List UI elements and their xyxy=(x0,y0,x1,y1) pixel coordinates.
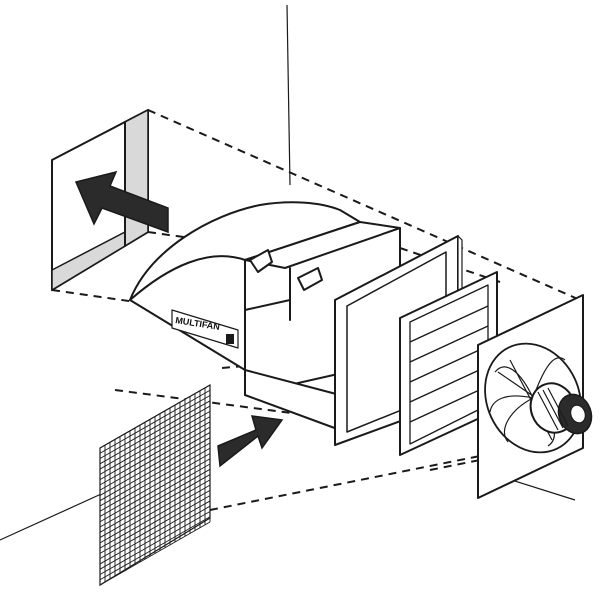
mesh-line xyxy=(99,521,211,586)
mesh-line xyxy=(99,442,211,507)
mesh-line xyxy=(99,489,211,554)
mesh-line xyxy=(99,511,211,575)
protective-mesh xyxy=(99,383,211,587)
mesh-line xyxy=(99,384,211,449)
mesh-line xyxy=(99,516,211,581)
mesh-line xyxy=(99,437,211,502)
mesh-line xyxy=(99,458,211,523)
mesh-line xyxy=(99,416,211,481)
wall-corner-line xyxy=(286,4,291,186)
mesh-line xyxy=(99,432,211,496)
arrow-right-icon xyxy=(217,415,284,468)
mesh-line xyxy=(99,389,211,454)
mesh-line xyxy=(99,453,211,517)
mesh-line xyxy=(99,505,211,570)
mesh-line xyxy=(99,426,211,491)
mesh-line xyxy=(99,474,211,538)
mesh-line xyxy=(99,479,211,544)
mesh-line xyxy=(99,500,211,565)
mesh-line xyxy=(99,405,211,470)
mesh-line xyxy=(99,495,211,560)
mesh-line xyxy=(99,395,211,459)
floor-line-left xyxy=(0,489,111,541)
mesh-grid xyxy=(99,384,211,586)
fan-motor xyxy=(529,382,593,435)
mesh-line xyxy=(99,447,211,512)
brand-logo: MULTIFAN xyxy=(171,309,239,349)
arrow-left-icon xyxy=(74,170,169,234)
mesh-line xyxy=(99,484,211,549)
mesh-line xyxy=(99,400,211,465)
mesh-line xyxy=(99,468,211,533)
mesh-line xyxy=(99,410,211,475)
mesh-line xyxy=(99,463,211,528)
mesh-line xyxy=(99,421,211,486)
